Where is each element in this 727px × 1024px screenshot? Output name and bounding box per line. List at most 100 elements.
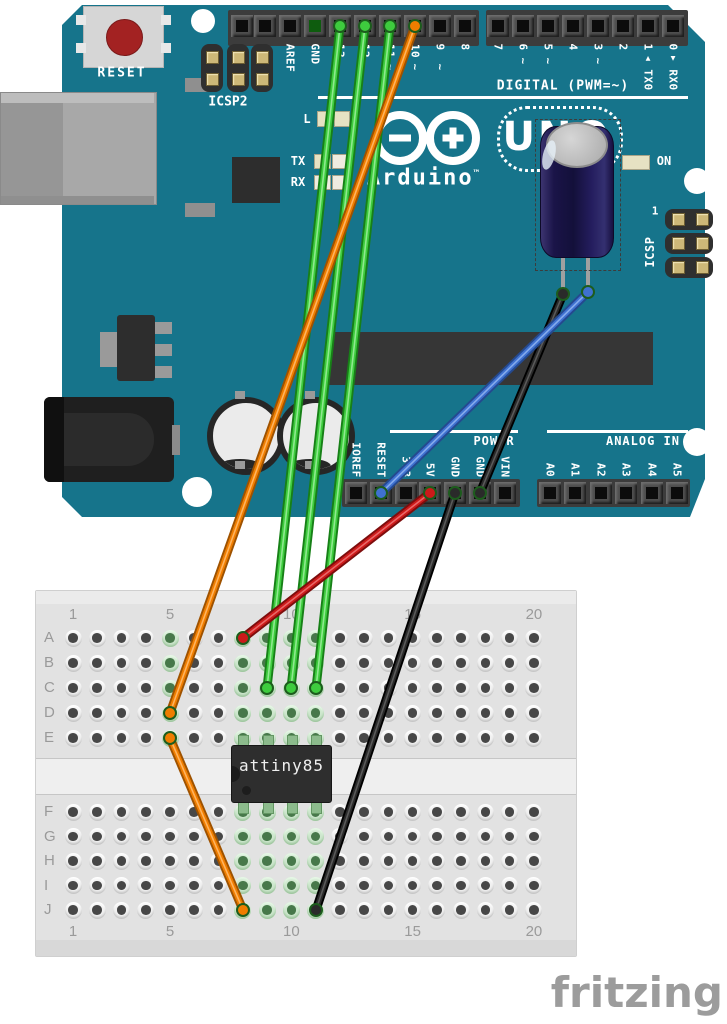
wire-blue-capacitor-pos-to-arduino-RESET[interactable] <box>374 285 595 500</box>
breadboard-hole[interactable] <box>64 729 82 747</box>
breadboard-hole[interactable] <box>355 679 373 697</box>
breadboard-hole[interactable] <box>379 729 397 747</box>
breadboard-hole[interactable] <box>476 803 494 821</box>
breadboard-hole[interactable] <box>210 803 228 821</box>
arduino-pin-A0[interactable] <box>539 482 561 504</box>
breadboard-hole[interactable] <box>137 828 155 845</box>
breadboard-hole[interactable] <box>282 828 300 845</box>
breadboard-hole[interactable] <box>113 828 131 845</box>
arduino-pin-A2[interactable] <box>590 482 612 504</box>
breadboard-hole[interactable] <box>525 629 543 647</box>
breadboard-hole[interactable] <box>379 803 397 821</box>
breadboard-hole[interactable] <box>113 803 131 821</box>
breadboard-hole[interactable] <box>501 828 519 845</box>
arduino-pin-A4[interactable] <box>641 482 663 504</box>
breadboard-hole[interactable] <box>64 679 82 697</box>
wire-red-arduino-5V-to-breadboard-A8[interactable] <box>236 486 437 645</box>
breadboard-hole[interactable] <box>501 729 519 747</box>
breadboard-hole[interactable] <box>88 679 106 697</box>
breadboard-hole[interactable] <box>331 901 349 919</box>
breadboard-hole[interactable] <box>331 729 349 747</box>
breadboard-hole[interactable] <box>452 704 470 722</box>
breadboard-hole[interactable] <box>234 654 252 672</box>
breadboard-hole[interactable] <box>501 852 519 870</box>
reset-button-cap[interactable] <box>106 19 143 56</box>
breadboard-hole[interactable] <box>234 679 252 697</box>
wire-orange-breadboard-E5-to-breadboard-J8[interactable] <box>163 731 250 917</box>
breadboard-hole[interactable] <box>355 803 373 821</box>
breadboard-hole[interactable] <box>476 729 494 747</box>
breadboard-hole[interactable] <box>161 654 179 672</box>
breadboard-hole[interactable] <box>88 629 106 647</box>
breadboard-hole[interactable] <box>525 704 543 722</box>
breadboard-hole[interactable] <box>428 803 446 821</box>
breadboard-hole[interactable] <box>185 877 203 894</box>
breadboard-hole[interactable] <box>501 704 519 722</box>
breadboard-hole[interactable] <box>161 803 179 821</box>
breadboard-hole[interactable] <box>452 901 470 919</box>
arduino-pin-nc[interactable] <box>231 15 253 37</box>
breadboard-hole[interactable] <box>113 877 131 894</box>
breadboard-hole[interactable] <box>185 704 203 722</box>
breadboard-hole[interactable] <box>355 901 373 919</box>
breadboard-hole[interactable] <box>331 704 349 722</box>
breadboard-hole[interactable] <box>452 629 470 647</box>
breadboard-hole[interactable] <box>137 654 155 672</box>
wire-green-arduino-digital-13-to-breadboard-C9[interactable] <box>260 19 347 695</box>
breadboard-hole[interactable] <box>379 828 397 845</box>
arduino-pin-IOREF[interactable] <box>345 482 367 504</box>
breadboard-hole[interactable] <box>161 901 179 919</box>
breadboard-hole[interactable] <box>428 852 446 870</box>
breadboard-hole[interactable] <box>501 629 519 647</box>
breadboard-hole[interactable] <box>331 877 349 894</box>
breadboard-hole[interactable] <box>64 901 82 919</box>
breadboard-hole[interactable] <box>379 852 397 870</box>
breadboard-hole[interactable] <box>210 877 228 894</box>
breadboard-hole[interactable] <box>88 803 106 821</box>
breadboard-hole[interactable] <box>113 901 131 919</box>
breadboard-hole[interactable] <box>88 901 106 919</box>
breadboard-hole[interactable] <box>137 729 155 747</box>
breadboard-hole[interactable] <box>331 629 349 647</box>
breadboard-hole[interactable] <box>476 704 494 722</box>
breadboard-hole[interactable] <box>379 877 397 894</box>
breadboard-hole[interactable] <box>234 704 252 722</box>
breadboard-hole[interactable] <box>161 877 179 894</box>
breadboard-hole[interactable] <box>88 877 106 894</box>
breadboard-hole[interactable] <box>428 877 446 894</box>
breadboard-hole[interactable] <box>525 654 543 672</box>
breadboard-hole[interactable] <box>137 629 155 647</box>
breadboard-hole[interactable] <box>137 901 155 919</box>
breadboard-hole[interactable] <box>379 629 397 647</box>
breadboard-hole[interactable] <box>161 852 179 870</box>
breadboard-hole[interactable] <box>452 852 470 870</box>
breadboard-hole[interactable] <box>234 852 252 870</box>
breadboard-hole[interactable] <box>525 877 543 894</box>
breadboard-hole[interactable] <box>452 828 470 845</box>
breadboard-hole[interactable] <box>476 629 494 647</box>
breadboard-hole[interactable] <box>137 704 155 722</box>
breadboard-hole[interactable] <box>64 828 82 845</box>
breadboard-hole[interactable] <box>452 729 470 747</box>
attiny85-chip[interactable]: attiny85 <box>231 745 332 803</box>
breadboard-hole[interactable] <box>525 729 543 747</box>
breadboard-hole[interactable] <box>282 852 300 870</box>
breadboard-hole[interactable] <box>452 877 470 894</box>
breadboard-hole[interactable] <box>428 828 446 845</box>
wire-black-arduino-GND-to-breadboard-J11[interactable] <box>309 486 462 917</box>
breadboard-hole[interactable] <box>355 828 373 845</box>
breadboard-hole[interactable] <box>64 803 82 821</box>
breadboard-hole[interactable] <box>113 729 131 747</box>
breadboard-hole[interactable] <box>404 901 422 919</box>
breadboard-hole[interactable] <box>428 679 446 697</box>
breadboard-hole[interactable] <box>185 679 203 697</box>
breadboard-hole[interactable] <box>258 828 276 845</box>
breadboard-hole[interactable] <box>113 852 131 870</box>
arduino-pin-nc[interactable] <box>254 15 276 37</box>
breadboard-hole[interactable] <box>258 901 276 919</box>
breadboard-hole[interactable] <box>307 852 325 870</box>
breadboard-hole[interactable] <box>525 852 543 870</box>
breadboard-hole[interactable] <box>501 901 519 919</box>
arduino-pin-3V3[interactable] <box>395 482 417 504</box>
breadboard-hole[interactable] <box>210 729 228 747</box>
